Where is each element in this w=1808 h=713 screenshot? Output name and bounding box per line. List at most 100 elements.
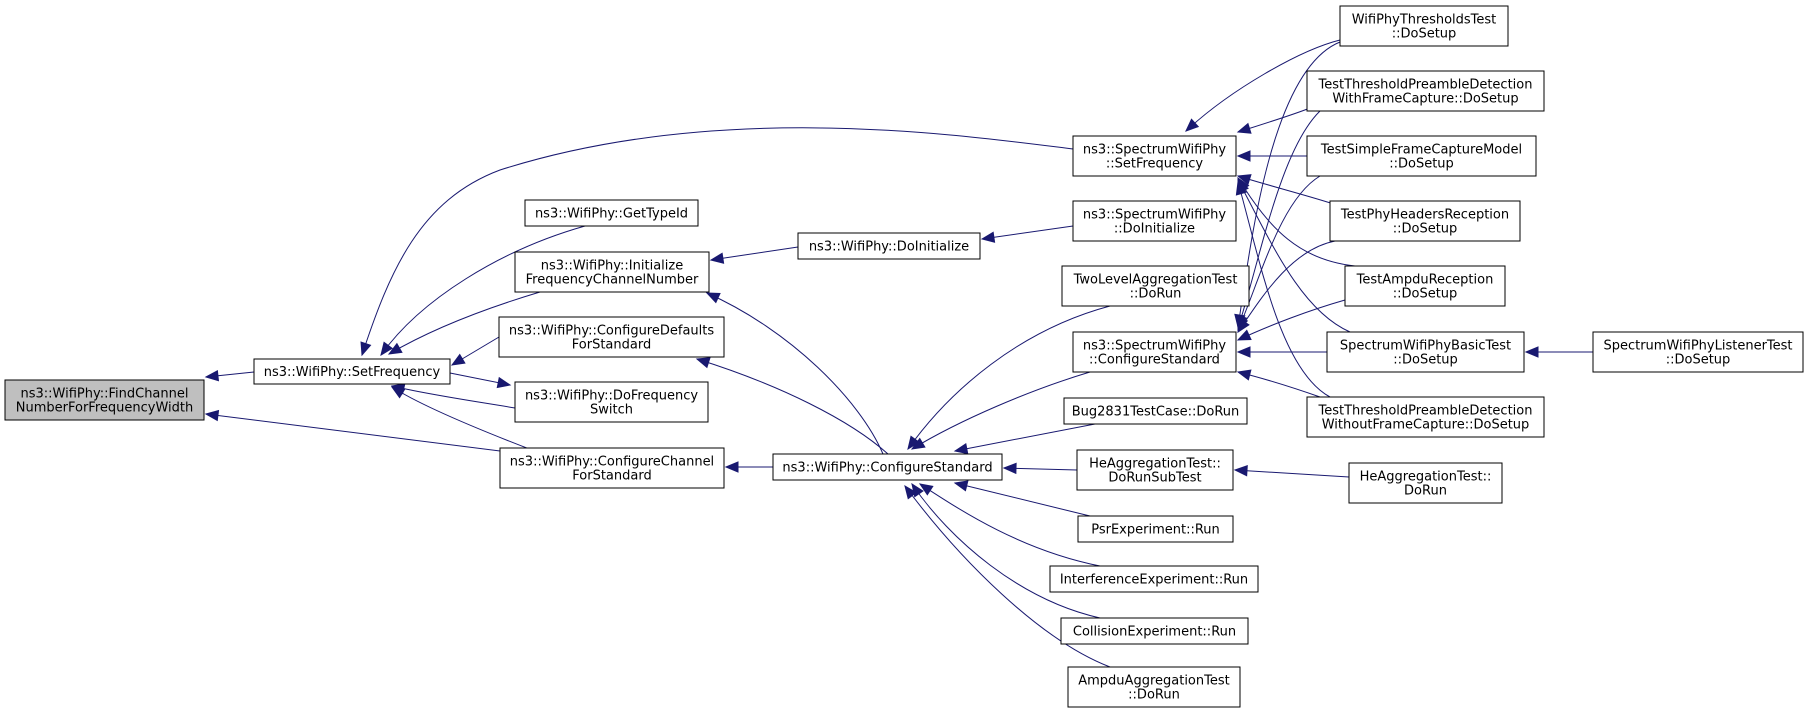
node-label: WifiPhyThresholdsTest	[1352, 13, 1497, 28]
edge-configstd-to-initfreq	[706, 292, 884, 455]
edge-twolevel-to-configstd	[907, 305, 1111, 450]
node-label: TwoLevelAggregationTest	[1073, 273, 1238, 288]
edge-spectrumbasic-to-spectrumsetfreq	[1237, 179, 1351, 333]
node-configchannel[interactable]: ns3::WifiPhy::ConfigureChannelForStandar…	[499, 447, 725, 489]
arrowhead-configstd-to-initfreq	[705, 292, 721, 304]
arrowhead-ampdureception-to-spectrumconfigstd	[1236, 329, 1252, 341]
node-psr[interactable]: PsrExperiment::Run	[1077, 515, 1234, 543]
node-label: DoRun	[1404, 484, 1447, 499]
node-simplecapture[interactable]: TestSimpleFrameCaptureModel::DoSetup	[1306, 135, 1537, 177]
node-label: ns3::WifiPhy::SetFrequency	[264, 365, 441, 380]
node-label: FrequencyChannelNumber	[526, 273, 699, 288]
node-label: WithoutFrameCapture::DoSetup	[1322, 418, 1530, 433]
node-box	[1072, 135, 1237, 177]
node-box	[524, 199, 699, 227]
node-thresholds[interactable]: WifiPhyThresholdsTest::DoSetup	[1339, 5, 1509, 47]
node-label: Switch	[590, 403, 633, 418]
edge-thresholds-to-spectrumsetfreq	[1185, 39, 1341, 132]
node-label: ::DoSetup	[1393, 353, 1458, 368]
node-label: ns3::WifiPhy::FindChannel	[20, 387, 188, 402]
arrowhead-setfreq-to-configdefaults	[496, 376, 512, 389]
node-label: ns3::SpectrumWifiPhy	[1083, 208, 1226, 223]
edge-dofreqswitch-to-setfreq	[391, 385, 516, 409]
node-bug2831[interactable]: Bug2831TestCase::DoRun	[1063, 397, 1248, 425]
node-label: ns3::WifiPhy::Initialize	[541, 259, 683, 274]
node-label: ::DoRun	[1128, 688, 1180, 703]
node-spectrumdoinit[interactable]: ns3::SpectrumWifiPhy::DoInitialize	[1072, 200, 1237, 242]
edge-spectrumconfigstd-to-configstd	[911, 371, 1091, 450]
node-phyheaders[interactable]: TestPhyHeadersReception::DoSetup	[1329, 200, 1521, 242]
node-label: SpectrumWifiPhyListenerTest	[1603, 339, 1792, 354]
node-label: TestPhyHeadersReception	[1340, 208, 1509, 223]
node-label: NumberForFrequencyWidth	[16, 401, 193, 416]
node-label: ns3::WifiPhy::ConfigureChannel	[510, 455, 714, 470]
node-twolevel[interactable]: TwoLevelAggregationTest::DoRun	[1061, 265, 1250, 307]
edge-psr-to-configstd	[954, 482, 1091, 517]
node-label: HeAggregationTest::	[1089, 457, 1221, 472]
node-spectrumconfigstd[interactable]: ns3::SpectrumWifiPhy::ConfigureStandard	[1072, 331, 1237, 373]
node-configdefaults[interactable]: ns3::WifiPhy::ConfigureDefaultsForStanda…	[498, 316, 725, 358]
edge-ampduagg-to-configstd	[904, 485, 1111, 668]
edge-spectrumdoinit-to-doinit	[981, 225, 1074, 240]
node-box	[1072, 200, 1237, 242]
node-preamblewithout[interactable]: TestThresholdPreambleDetectionWithoutFra…	[1306, 396, 1545, 438]
node-box	[1306, 396, 1545, 438]
node-heagg[interactable]: HeAggregationTest::DoRun	[1348, 462, 1503, 504]
node-ampduagg[interactable]: AmpduAggregationTest::DoRun	[1067, 666, 1241, 708]
node-label: ::SetFrequency	[1106, 157, 1204, 172]
node-box	[1060, 617, 1249, 645]
edge-preamblewithout-to-spectrumconfigstd	[1237, 371, 1321, 398]
node-listener[interactable]: SpectrumWifiPhyListenerTest::DoSetup	[1592, 331, 1804, 373]
node-gettypeid[interactable]: ns3::WifiPhy::GetTypeId	[524, 199, 699, 227]
node-label: ns3::WifiPhy::DoInitialize	[809, 240, 969, 255]
node-box	[1063, 397, 1248, 425]
node-doinit[interactable]: ns3::WifiPhy::DoInitialize	[797, 232, 981, 260]
node-label: InterferenceExperiment::Run	[1060, 573, 1248, 588]
node-label: ::DoSetup	[1393, 222, 1458, 237]
arrowhead-initfreq-to-setfreq	[387, 342, 403, 355]
node-spectrumsetfreq[interactable]: ns3::SpectrumWifiPhy::SetFrequency	[1072, 135, 1237, 177]
arrowhead-twolevel-to-configstd	[907, 435, 920, 451]
arrowhead-preamblewith-to-spectrumsetfreq	[1236, 122, 1252, 134]
node-label: ForStandard	[572, 338, 651, 353]
node-label: Bug2831TestCase::DoRun	[1072, 405, 1240, 420]
node-collision[interactable]: CollisionExperiment::Run	[1060, 617, 1249, 645]
edge-gettypeid-to-setfreq	[380, 225, 586, 356]
node-label: DoRunSubTest	[1108, 471, 1201, 486]
node-interference[interactable]: InterferenceExperiment::Run	[1049, 565, 1259, 593]
node-initfreq[interactable]: ns3::WifiPhy::InitializeFrequencyChannel…	[514, 251, 710, 293]
edge-doinit-to-initfreq	[710, 246, 799, 261]
arrowhead-spectrumbasic-to-spectrumconfigstd	[1236, 346, 1251, 358]
arrowhead-preamblewithout-to-spectrumconfigstd	[1236, 369, 1252, 381]
node-label: TestAmpduReception	[1356, 273, 1494, 288]
node-label: PsrExperiment::Run	[1091, 523, 1220, 538]
node-ampdureception[interactable]: TestAmpduReception::DoSetup	[1344, 265, 1506, 307]
node-label: ::DoSetup	[1393, 287, 1458, 302]
arrowhead-spectrumdoinit-to-doinit	[980, 231, 996, 243]
node-preamblewith[interactable]: TestThresholdPreambleDetectionWithFrameC…	[1306, 70, 1545, 112]
node-heaggsub[interactable]: HeAggregationTest::DoRunSubTest	[1076, 449, 1234, 491]
edge-spectrumsetfreq-to-setfreq	[361, 127, 1074, 356]
node-label: ::DoInitialize	[1114, 222, 1195, 237]
edge-interference-to-configstd	[919, 483, 1101, 567]
edges	[204, 39, 1593, 668]
edge-configstd-to-configdefaults	[696, 358, 889, 455]
edge-configchannel-to-root	[205, 413, 533, 456]
node-label: ns3::WifiPhy::DoFrequency	[525, 389, 698, 404]
arrowhead-spectrumconfigstd-to-configstd	[910, 437, 926, 450]
arrowhead-configstd-to-configdefaults	[695, 357, 711, 369]
node-setfreq[interactable]: ns3::WifiPhy::SetFrequency	[253, 358, 451, 385]
node-configstd[interactable]: ns3::WifiPhy::ConfigureStandard	[772, 453, 1003, 481]
node-spectrumbasic[interactable]: SpectrumWifiPhyBasicTest::DoSetup	[1326, 331, 1525, 373]
node-box	[1329, 200, 1521, 242]
node-label: HeAggregationTest::	[1360, 470, 1492, 485]
nodes: ns3::WifiPhy::FindChannelNumberForFreque…	[4, 5, 1804, 708]
node-label: TestThresholdPreambleDetection	[1318, 78, 1533, 93]
arrowhead-heagg-to-heaggsub	[1233, 465, 1248, 477]
arrowhead-thresholds-to-spectrumsetfreq	[1185, 118, 1200, 132]
node-label: ns3::WifiPhy::ConfigureDefaults	[509, 324, 715, 339]
node-root: ns3::WifiPhy::FindChannelNumberForFreque…	[4, 379, 205, 421]
arrowhead-simplecapture-to-spectrumsetfreq	[1236, 150, 1251, 162]
